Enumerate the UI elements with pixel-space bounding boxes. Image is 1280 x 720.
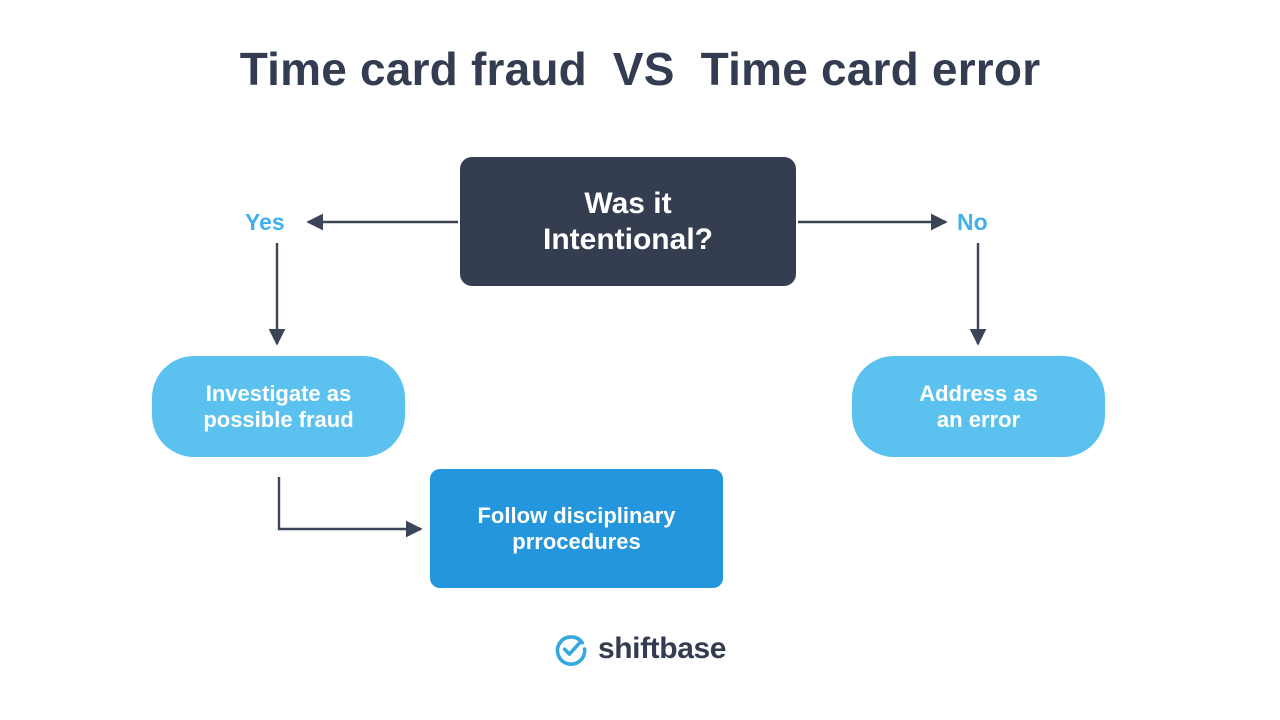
node-follow-disciplinary-procedures[interactable]: Follow disciplinary prrocedures [430,469,723,588]
circle-check-icon [555,635,587,666]
brand-logo-text: shiftbase [597,632,727,665]
connector-investigate-to-discipline [277,477,423,538]
branch-label-yes: Yes [245,209,285,235]
page-title: Time card fraud VS Time card error [239,43,1041,95]
node-address-as-an-error[interactable]: Address as an error [852,356,1105,457]
branch-label-no: No [957,209,988,235]
decision-node-was-it-intentional[interactable]: Was it Intentional? [460,157,796,286]
brand-logo: shiftbase [0,632,1280,666]
node-investigate-as-possible-fraud[interactable]: Investigate as possible fraud [152,356,405,457]
